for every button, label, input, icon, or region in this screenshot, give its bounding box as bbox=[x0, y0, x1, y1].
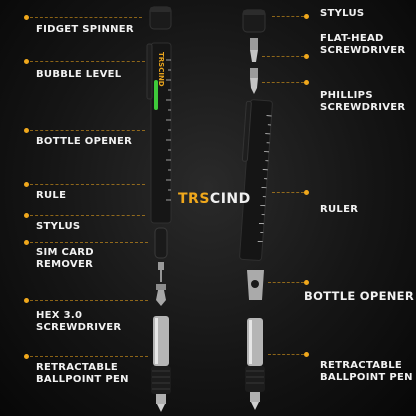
callout-dot bbox=[304, 54, 309, 59]
label-rule: RULE bbox=[36, 190, 67, 201]
right-ballpoint-section bbox=[245, 318, 265, 410]
callout-dot bbox=[24, 59, 29, 64]
callout-leader bbox=[30, 242, 148, 244]
label-stylus-left: STYLUS bbox=[36, 221, 81, 232]
flat-head-screwdriver-bit bbox=[250, 38, 258, 62]
callout-leader bbox=[30, 356, 148, 358]
callout-dot bbox=[304, 14, 309, 19]
brand-prefix: TRS bbox=[178, 191, 210, 207]
label-bubble-level: BUBBLE LEVEL bbox=[36, 69, 122, 80]
callout-leader bbox=[262, 82, 304, 84]
label-hex-screwdriver: HEX 3.0 SCREWDRIVER bbox=[36, 310, 122, 333]
callout-dot bbox=[304, 190, 309, 195]
callout-leader bbox=[268, 282, 304, 284]
pen-brand-marking: TRSCIND bbox=[157, 52, 165, 87]
callout-dot bbox=[24, 240, 29, 245]
right-pen-body bbox=[239, 99, 273, 261]
right-bottle-opener bbox=[247, 270, 264, 300]
callout-leader bbox=[30, 215, 145, 217]
brand-suffix: CIND bbox=[209, 191, 251, 207]
callout-dot bbox=[24, 15, 29, 20]
label-ballpoint-pen-left: RETRACTABLE BALLPOINT PEN bbox=[36, 362, 129, 385]
label-bottle-opener-left: BOTTLE OPENER bbox=[36, 136, 133, 147]
callout-leader bbox=[30, 130, 145, 132]
label-flat-head-screwdriver: FLAT-HEAD SCREWDRIVER bbox=[320, 33, 406, 56]
callout-dot bbox=[24, 128, 29, 133]
phillips-screwdriver-bit bbox=[250, 68, 258, 94]
sim-card-remover bbox=[158, 262, 164, 282]
fidget-spinner-cap bbox=[149, 6, 172, 30]
brand-logo: TRSCIND bbox=[178, 191, 251, 207]
callout-leader bbox=[30, 300, 148, 302]
label-phillips-screwdriver: PHILLIPS SCREWDRIVER bbox=[320, 90, 406, 113]
callout-dot bbox=[304, 280, 309, 285]
callout-dot bbox=[304, 80, 309, 85]
left-pen-body: TRSCIND bbox=[146, 42, 172, 224]
label-sim-card-remover: SIM CARD REMOVER bbox=[36, 247, 94, 270]
callout-leader bbox=[268, 354, 304, 356]
label-ruler: RULER bbox=[320, 204, 359, 215]
callout-leader bbox=[30, 184, 145, 186]
callout-dot bbox=[24, 298, 29, 303]
callout-leader bbox=[30, 17, 142, 19]
callout-leader bbox=[262, 56, 304, 58]
left-ballpoint-section bbox=[151, 316, 171, 412]
callout-leader bbox=[272, 192, 304, 194]
label-ballpoint-pen-right: RETRACTABLE BALLPOINT PEN bbox=[320, 360, 413, 383]
callout-dot bbox=[24, 354, 29, 359]
callout-dot bbox=[24, 182, 29, 187]
stylus-tip bbox=[154, 227, 168, 259]
hex-screwdriver-bit bbox=[156, 284, 166, 306]
callout-dot bbox=[304, 352, 309, 357]
label-bottle-opener-right: BOTTLE OPENER bbox=[304, 289, 414, 303]
callout-leader bbox=[30, 61, 145, 63]
callout-dot bbox=[24, 213, 29, 218]
callout-leader bbox=[272, 16, 304, 18]
label-stylus-right: STYLUS bbox=[320, 8, 365, 19]
right-stylus-cap bbox=[242, 9, 266, 33]
label-fidget-spinner: FIDGET SPINNER bbox=[36, 24, 134, 35]
